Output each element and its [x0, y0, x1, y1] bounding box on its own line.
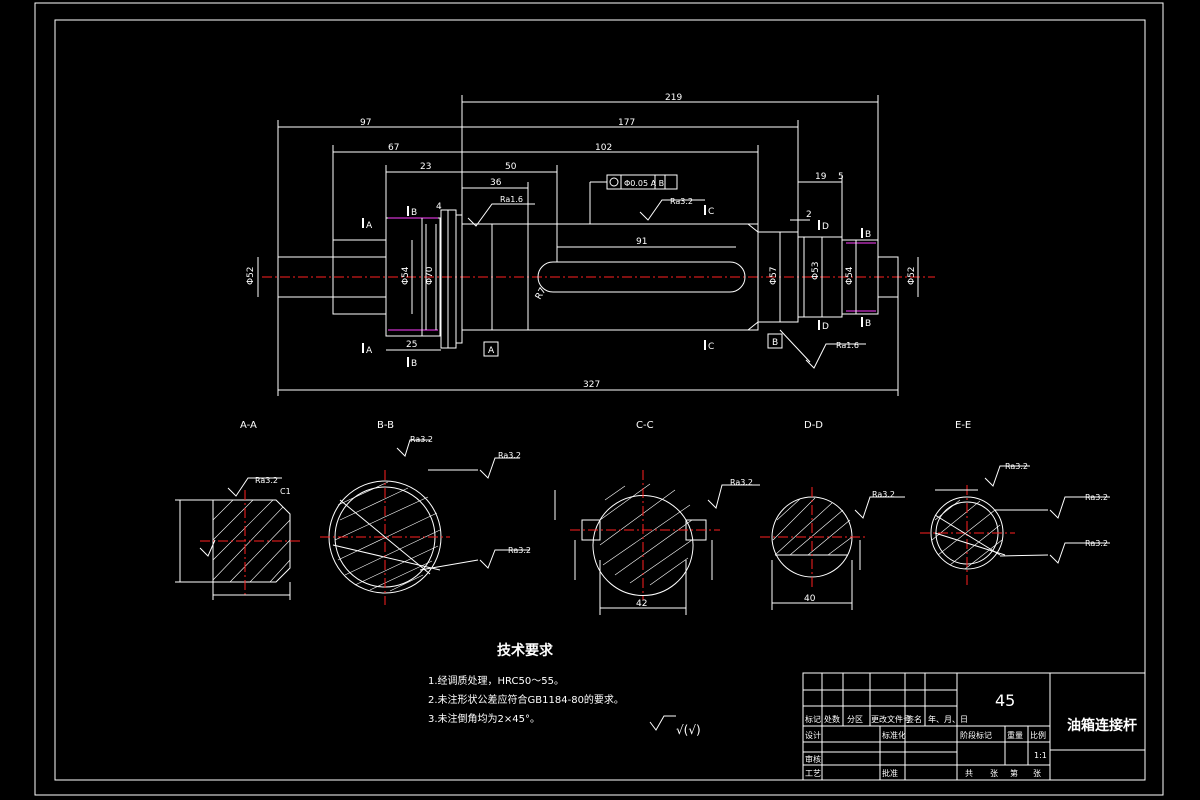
tech-line-3: 3.未注倒角均为2×45°。: [428, 712, 540, 725]
svg-text:标准化: 标准化: [882, 730, 906, 740]
keyway-slot: [537, 261, 746, 293]
svg-text:Φ0.05 A B: Φ0.05 A B: [624, 179, 664, 188]
slot-radius: R7: [534, 286, 549, 301]
svg-text:Ra3.2: Ra3.2: [1085, 539, 1108, 548]
section-dd: D-D 40 Ra3.2: [760, 420, 905, 610]
svg-text:年、月、日: 年、月、日: [928, 714, 968, 724]
roughness-note: √(√): [676, 723, 701, 737]
svg-text:设计: 设计: [805, 730, 821, 740]
dia-57: Φ57: [769, 266, 779, 285]
roughness-symbols: Ra1.6 Ra3.2 Ra1.6: [467, 195, 866, 369]
dim-67: 67: [388, 143, 399, 153]
svg-text:Ra3.2: Ra3.2: [872, 490, 895, 499]
section-ee: E-E Ra3.2 Ra3.2 Ra3.2: [920, 420, 1110, 585]
svg-text:Ra3.2: Ra3.2: [1085, 493, 1108, 502]
svg-text:B: B: [411, 208, 417, 218]
dim-91: 91: [636, 237, 647, 247]
dim-219: 219: [665, 93, 682, 103]
dia-70: Φ70: [425, 266, 435, 285]
svg-text:D: D: [822, 222, 829, 232]
scale-value: 1:1: [1034, 751, 1047, 760]
title-block: 45 油箱连接杆 标记 处数 分区 更改文件号 签名 年、月、日 设计 标准化 …: [802, 672, 1146, 781]
svg-text:Ra3.2: Ra3.2: [508, 546, 531, 555]
section-cc-width: 42: [636, 599, 647, 609]
svg-text:B: B: [411, 359, 417, 369]
section-cc: C-C 42 Ra3.2: [554, 420, 760, 615]
tech-title: 技术要求: [497, 642, 554, 659]
svg-text:张: 张: [1033, 769, 1041, 778]
dim-97: 97: [360, 118, 371, 128]
svg-text:B: B: [865, 319, 871, 329]
svg-text:Ra3.2: Ra3.2: [498, 451, 521, 460]
technical-requirements: 技术要求 1.经调质处理，HRC50～55。 2.未注形状公差应符合GB1184…: [428, 642, 701, 737]
svg-text:Ra3.2: Ra3.2: [730, 478, 753, 487]
dia-54: Φ54: [401, 266, 411, 285]
svg-text:签名: 签名: [906, 714, 922, 724]
svg-text:Ra3.2: Ra3.2: [670, 197, 693, 206]
top-dimensions: 219 97 177 67 102 23 50 36 19: [277, 93, 879, 262]
dim-2: 2: [806, 210, 812, 220]
section-dd-width: 40: [804, 594, 816, 604]
svg-text:D: D: [822, 322, 829, 332]
dia-52-right: Φ52: [907, 266, 917, 285]
svg-text:B: B: [865, 230, 871, 240]
svg-text:批准: 批准: [882, 768, 898, 778]
svg-text:重量: 重量: [1007, 730, 1023, 740]
section-aa-title: A-A: [240, 420, 257, 431]
svg-text:Ra3.2: Ra3.2: [255, 476, 278, 485]
dia-52-left: Φ52: [246, 266, 256, 285]
svg-text:第: 第: [1010, 768, 1018, 778]
dim-327: 327: [583, 380, 600, 390]
section-markers: A A B B C C D D B B A B: [362, 205, 871, 369]
dim-23: 23: [420, 162, 431, 172]
section-bb-title: B-B: [377, 420, 394, 431]
part-name-text: 油箱连接杆: [1067, 717, 1137, 734]
dim-4: 4: [436, 202, 442, 212]
svg-text:阶段标记: 阶段标记: [960, 730, 992, 740]
outer-border: [34, 2, 1164, 796]
svg-text:共: 共: [965, 769, 973, 778]
svg-text:标记: 标记: [805, 714, 821, 724]
svg-text:张: 张: [990, 769, 998, 778]
svg-text:A: A: [366, 346, 373, 356]
dia-53: Φ53: [811, 261, 821, 280]
svg-text:Ra3.2: Ra3.2: [1005, 462, 1028, 471]
svg-text:Ra3.2: Ra3.2: [410, 435, 433, 444]
tech-line-2: 2.未注形状公差应符合GB1184-80的要求。: [428, 693, 624, 706]
svg-text:C: C: [708, 207, 714, 217]
svg-text:C1: C1: [280, 487, 291, 496]
svg-text:A: A: [488, 346, 495, 356]
section-bb: B-B Ra3.2 Ra3.2 Ra3.2: [320, 420, 531, 605]
dim-102: 102: [595, 143, 612, 153]
section-cc-title: C-C: [636, 420, 654, 431]
inner-frame: [54, 19, 1146, 781]
svg-text:A: A: [366, 221, 373, 231]
svg-text:Ra1.6: Ra1.6: [836, 341, 859, 350]
dim-5: 5: [838, 172, 844, 182]
svg-text:C: C: [708, 342, 714, 352]
section-dd-title: D-D: [804, 420, 823, 431]
dim-19: 19: [815, 172, 827, 182]
svg-text:Ra1.6: Ra1.6: [500, 195, 523, 204]
dim-25: 25: [406, 340, 417, 350]
svg-text:更改文件号: 更改文件号: [871, 714, 911, 724]
svg-text:B: B: [772, 338, 778, 348]
tolerance-frame: Φ0.05 A B: [589, 174, 678, 224]
svg-text:分区: 分区: [847, 715, 863, 724]
svg-text:审核: 审核: [805, 754, 821, 764]
dim-177: 177: [618, 118, 635, 128]
bottom-dimensions: 327 25: [277, 297, 899, 396]
section-aa: A-A Ra3.2 C1: [175, 420, 300, 600]
section-ee-title: E-E: [955, 420, 971, 431]
material-text: 45: [995, 691, 1015, 710]
dim-50: 50: [505, 162, 517, 172]
tech-line-1: 1.经调质处理，HRC50～55。: [428, 674, 564, 687]
svg-text:工艺: 工艺: [805, 769, 821, 778]
svg-text:处数: 处数: [824, 714, 840, 724]
main-view: 219 97 177 67 102 23 50 36 19: [246, 93, 935, 396]
dia-54-right: Φ54: [845, 266, 855, 285]
dim-36: 36: [490, 178, 502, 188]
svg-text:比例: 比例: [1030, 730, 1046, 740]
